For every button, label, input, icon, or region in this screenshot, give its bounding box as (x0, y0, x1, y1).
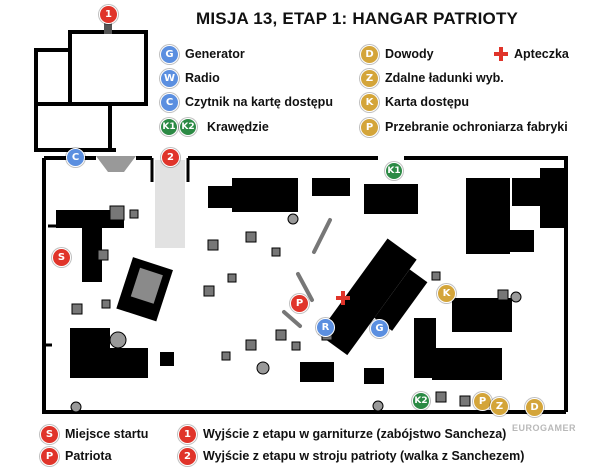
exit2-badge-icon: 2 (178, 446, 197, 466)
legend-disguise: P Przebranie ochroniarza fabryki (360, 117, 568, 137)
access-card-badge-icon: K (360, 92, 379, 112)
red-cross-icon (336, 291, 350, 305)
pipes (282, 218, 332, 328)
radio-marker[interactable]: R (316, 318, 335, 337)
small-crates (71, 205, 509, 407)
legend-access-card: K Karta dostępu (360, 92, 469, 112)
generator-marker[interactable]: G (370, 319, 389, 338)
legend-label: Czytnik na kartę dostępu (185, 95, 333, 109)
radio-badge-icon: W (160, 68, 179, 88)
legend-start: S Miejsce startu (40, 424, 148, 444)
legend-label: Wyjście z etapu w stroju patrioty (walka… (203, 449, 525, 463)
legend-patriot: P Patriota (40, 446, 112, 466)
disguise-badge-icon: P (360, 117, 379, 137)
legend-label: Miejsce startu (65, 427, 149, 441)
legend-label: Zdalne ładunki wyb. (385, 71, 504, 85)
crane-machine (318, 238, 428, 356)
edge-k1-badge-icon: K1 (160, 118, 178, 136)
legend-medkit: Apteczka (494, 44, 569, 64)
hangar-obstacles (56, 168, 564, 384)
legend-remote-charges: Z Zdalne ładunki wyb. (360, 68, 504, 88)
patriot-marker[interactable]: P (290, 294, 309, 313)
watermark: EUROGAMER (512, 423, 577, 433)
charges-badge-icon: Z (360, 68, 379, 88)
forklift (116, 257, 173, 322)
edge-k2-marker[interactable]: K2 (412, 392, 430, 410)
legend-label: Przebranie ochroniarza fabryki (385, 120, 568, 134)
legend-radio: W Radio (160, 68, 220, 88)
legend-label: Karta dostępu (385, 95, 470, 109)
exit2-marker[interactable]: 2 (161, 148, 180, 167)
evidence-marker[interactable]: D (525, 398, 544, 417)
exit1-corridor (104, 20, 112, 34)
legend-label: Krawędzie (207, 120, 269, 134)
legend-exit1: 1 Wyjście z etapu w garniturze (zabójstw… (178, 424, 506, 444)
legend-edges: K1 K2 Krawędzie (160, 117, 269, 137)
card-reader-marker[interactable]: C (66, 148, 85, 167)
legend-label: Patriota (65, 449, 112, 463)
funnel-shape (96, 156, 136, 172)
entrance-bay (155, 160, 185, 248)
legend-label: Generator (185, 47, 245, 61)
legend-label: Dowody (385, 47, 434, 61)
red-cross-icon (494, 47, 508, 61)
remote-charges-marker[interactable]: Z (490, 397, 509, 416)
patriot-badge-icon: P (40, 446, 59, 466)
exit1-badge-icon: 1 (178, 424, 197, 444)
legend-evidence: D Dowody (360, 44, 434, 64)
legend-label: Radio (185, 71, 220, 85)
edge-k2-badge-icon: K2 (179, 118, 197, 136)
evidence-badge-icon: D (360, 44, 379, 64)
medkit-marker[interactable] (336, 291, 350, 305)
legend-label: Wyjście z etapu w garniturze (zabójstwo … (203, 427, 507, 441)
legend-label: Apteczka (514, 47, 569, 61)
access-card-marker[interactable]: K (437, 284, 456, 303)
upper-building-walls (34, 30, 148, 152)
generator-badge-icon: G (160, 44, 179, 64)
start-marker[interactable]: S (52, 248, 71, 267)
legend-card-reader: C Czytnik na kartę dostępu (160, 92, 333, 112)
start-badge-icon: S (40, 424, 59, 444)
hangar-walls (42, 156, 568, 414)
map-title: MISJA 13, ETAP 1: HANGAR PATRIOTY (196, 9, 519, 28)
barrels (70, 213, 522, 413)
disguise-marker[interactable]: P (473, 392, 492, 411)
legend-generator: G Generator (160, 44, 245, 64)
card-reader-badge-icon: C (160, 92, 179, 112)
exit1-marker[interactable]: 1 (99, 5, 118, 24)
edge-k1-marker[interactable]: K1 (385, 162, 403, 180)
legend-exit2: 2 Wyjście z etapu w stroju patrioty (wal… (178, 446, 524, 466)
